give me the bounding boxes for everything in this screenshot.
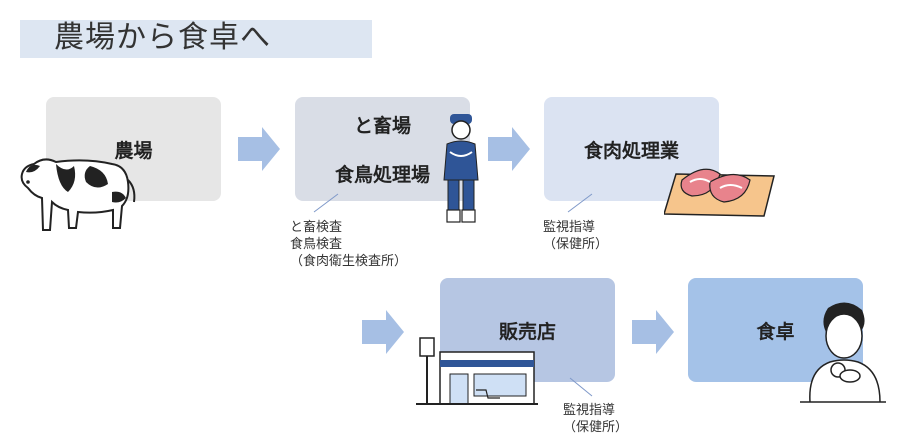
- step-farm-label: 農場: [114, 139, 153, 162]
- inspection-note-line-3: （食肉衛生検査所）: [290, 254, 408, 269]
- step-slaughterhouse: と畜場 食鳥処理場: [295, 97, 470, 201]
- inspector-icon: [443, 114, 479, 223]
- arrow-right-icon: [238, 127, 280, 171]
- guidance-note-retail-line-1: 監視指導: [563, 403, 616, 418]
- cow-icon: [20, 158, 136, 231]
- inspection-note-line-2: 食鳥検査: [290, 237, 343, 252]
- arrow-right-icon: [362, 310, 404, 354]
- inspection-note: と畜検査食鳥検査 （食肉衛生検査所）: [290, 219, 407, 270]
- step-table-label: 食卓: [756, 320, 795, 343]
- step-processing-label: 食肉処理業: [583, 139, 679, 162]
- meat-icon: [664, 168, 775, 217]
- leader-line: [567, 193, 593, 213]
- guidance-note-processing-line-1: 監視指導: [543, 220, 596, 235]
- store-icon: [416, 337, 538, 405]
- step-retail-label: 販売店: [498, 320, 556, 343]
- guidance-note-retail-line-2: （保健所）: [563, 420, 629, 435]
- guidance-note-retail: 監視指導 （保健所）: [563, 402, 628, 436]
- guidance-note-processing: 監視指導 （保健所）: [543, 219, 608, 253]
- arrow-right-icon: [632, 310, 674, 354]
- leader-line: [569, 377, 593, 397]
- step-slaughterhouse-label-1: と畜場: [353, 115, 411, 137]
- step-slaughterhouse-label-2: 食鳥処理場: [334, 164, 430, 186]
- page-title: 農場から食卓へ: [54, 20, 271, 55]
- leader-line: [313, 193, 339, 213]
- inspection-note-line-1: と畜検査: [290, 220, 343, 235]
- person-eating-icon: [800, 302, 886, 403]
- title-band: [20, 20, 372, 58]
- guidance-note-processing-line-2: （保健所）: [543, 237, 609, 252]
- arrow-right-icon: [488, 127, 530, 171]
